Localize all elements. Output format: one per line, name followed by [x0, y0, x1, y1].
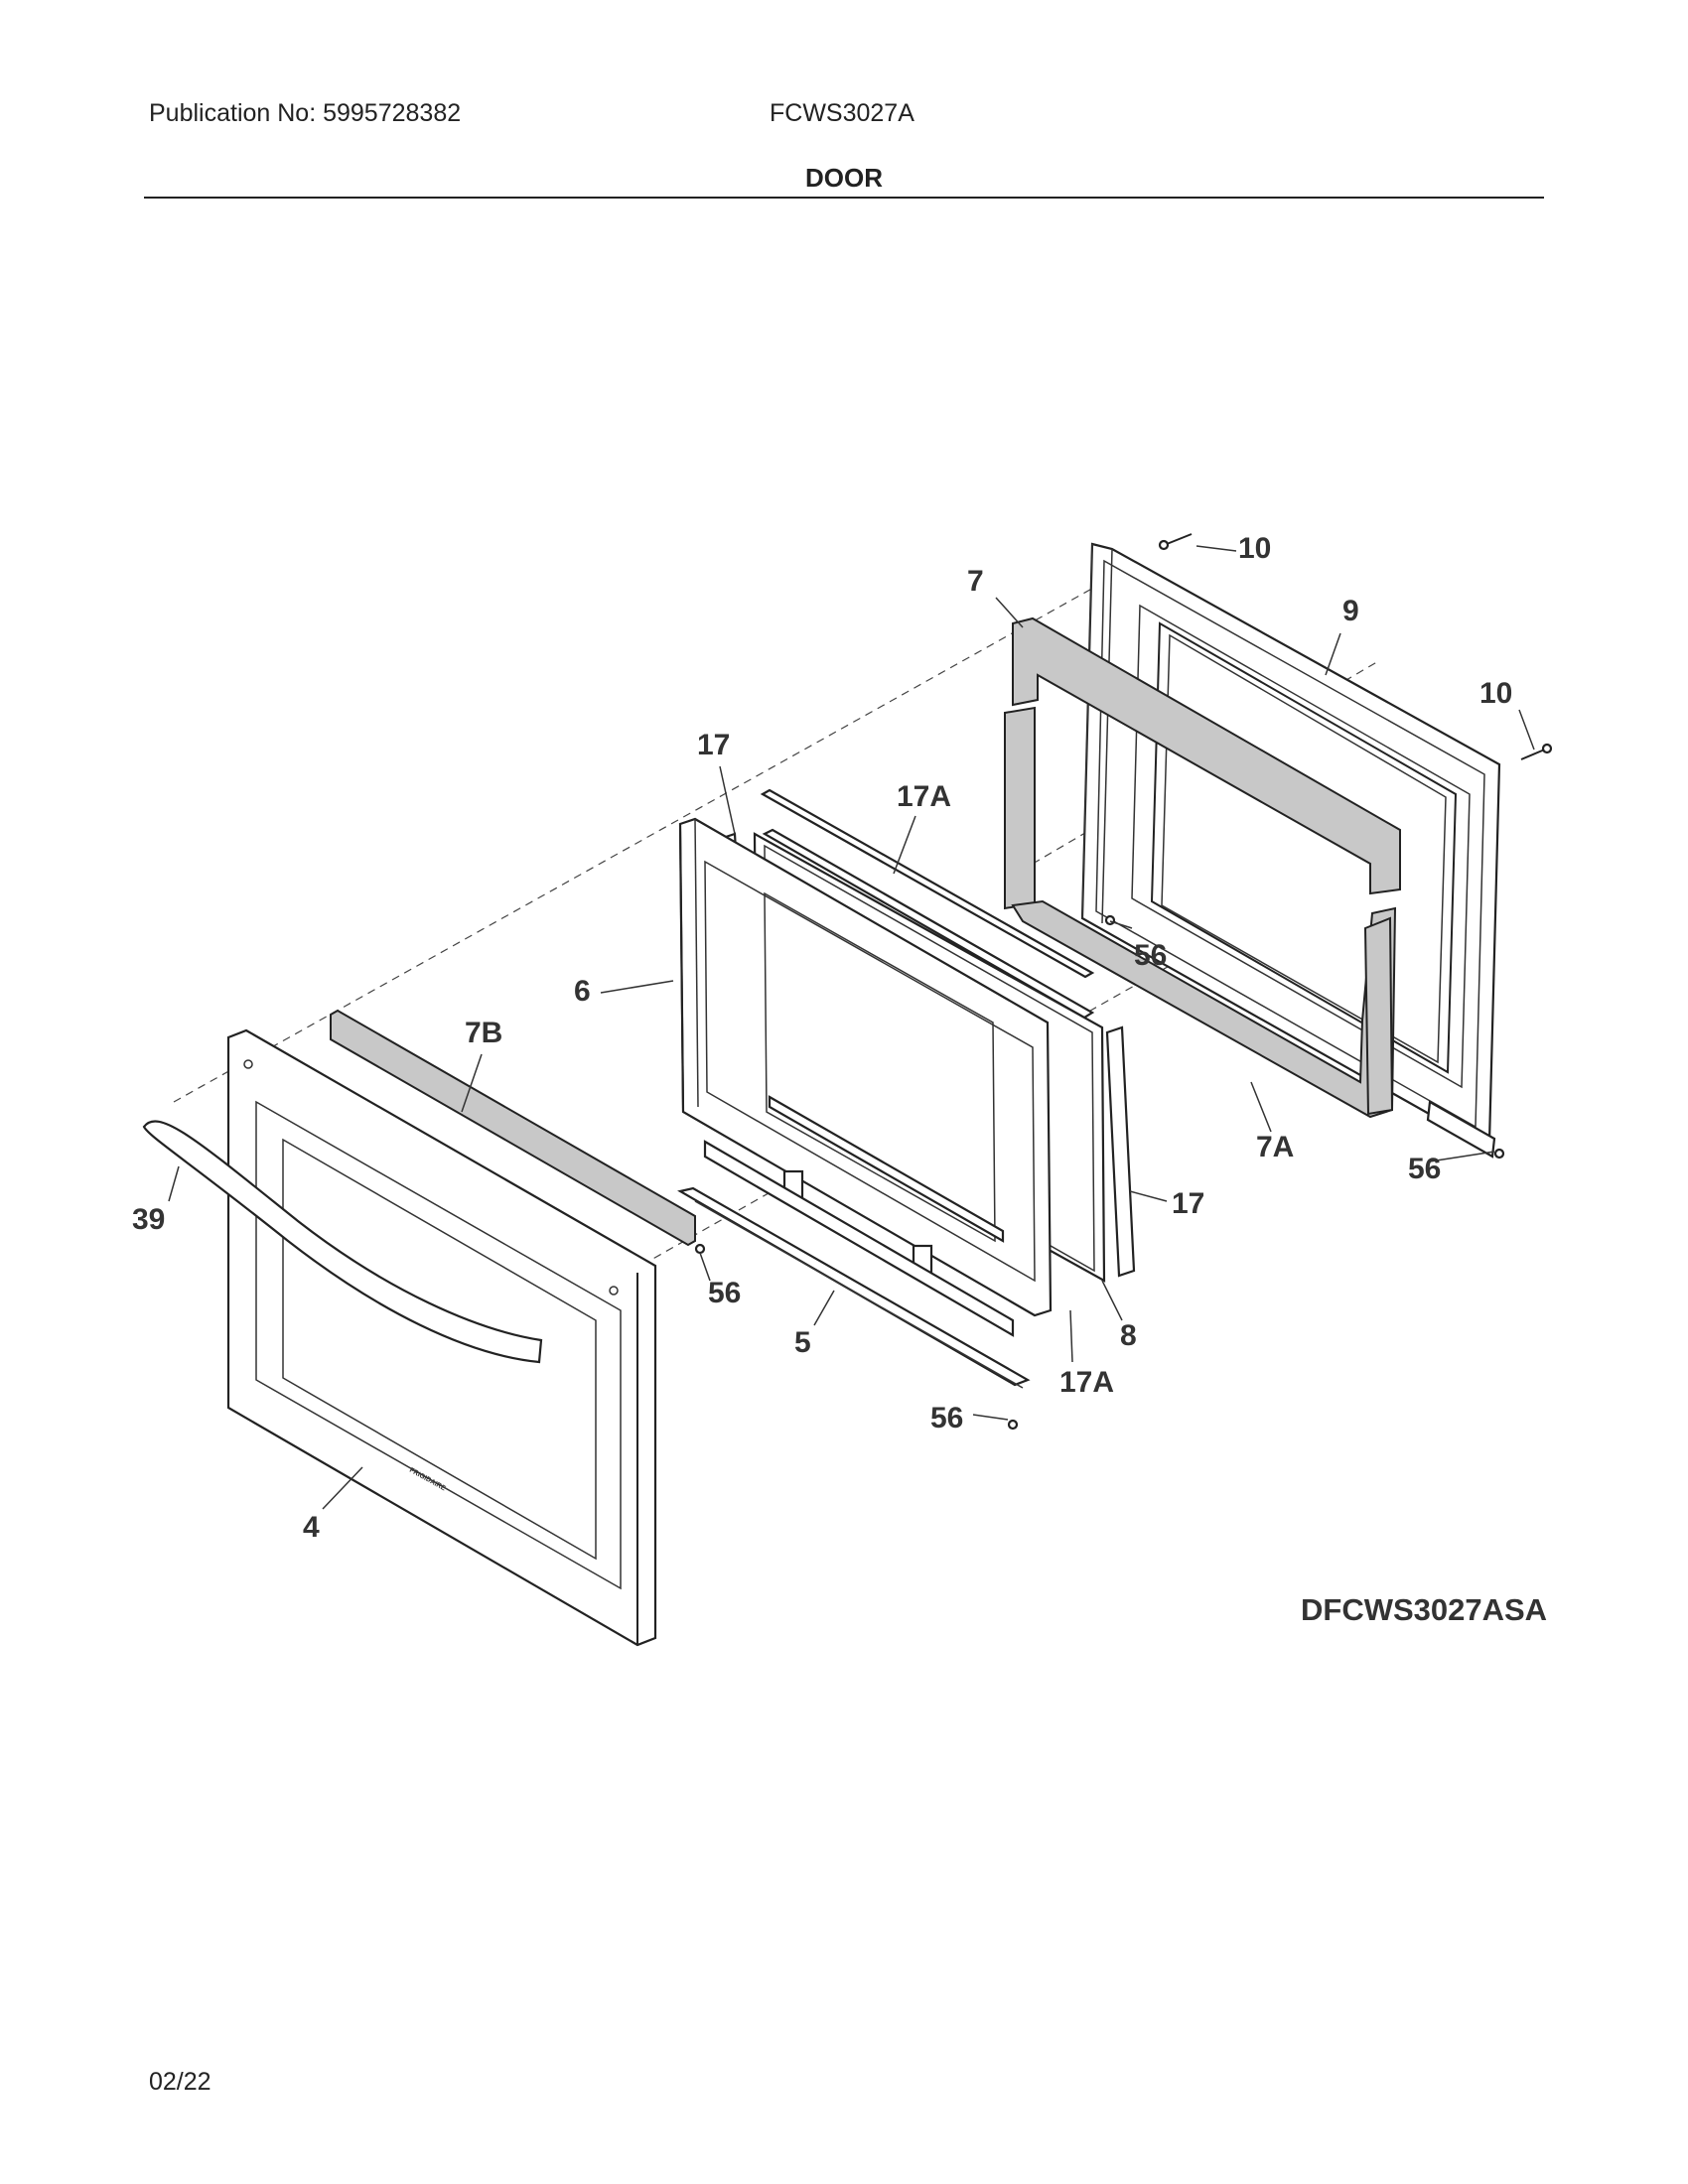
page-date: 02/22 [149, 2068, 211, 2096]
part-39-handle [142, 1120, 543, 1364]
callout-17-top: 17 [697, 729, 730, 761]
part-17a-top-channel [760, 788, 1095, 1020]
callout-5: 5 [794, 1326, 811, 1359]
section-title: DOOR [805, 163, 883, 193]
callout-4: 4 [303, 1511, 320, 1544]
callout-17a-top: 17A [897, 780, 951, 813]
model-number: FCWS3027A [770, 99, 914, 127]
callout-17-right: 17 [1172, 1187, 1204, 1220]
callout-9: 9 [1342, 595, 1359, 627]
callout-6: 6 [574, 975, 591, 1008]
part-56-screws [694, 914, 1505, 1431]
callout-56-upper: 56 [1134, 939, 1167, 972]
part-5-vent-channel [677, 1186, 1031, 1389]
part-9-inner-door-liner [1080, 542, 1501, 1159]
callout-17a-bottom: 17A [1059, 1366, 1114, 1399]
callout-7b: 7B [465, 1017, 502, 1049]
callout-10-top: 10 [1238, 532, 1271, 565]
callout-56-right: 56 [1408, 1153, 1441, 1185]
part-7a-insulation [1011, 899, 1397, 1119]
part-10-screws [1158, 533, 1553, 760]
callout-56-bottom: 56 [930, 1402, 963, 1434]
callout-7a: 7A [1256, 1131, 1294, 1163]
diagram-code: DFCWS3027ASA [1301, 1592, 1548, 1627]
part-7b-insulation-strip [330, 1009, 696, 1247]
callout-10-right: 10 [1479, 677, 1512, 710]
callout-leader-lines [168, 545, 1535, 1510]
part-4-outer-door-panel [226, 1028, 657, 1647]
callout-39: 39 [132, 1203, 165, 1236]
callout-7: 7 [967, 565, 984, 598]
callout-56-mid: 56 [708, 1277, 741, 1309]
callout-labels: 10 9 7 10 17 17A 56 6 7B 39 7A 56 17 56 … [132, 532, 1512, 1544]
part-6-door-frame [678, 817, 1053, 1337]
publication-number: Publication No: 5995728382 [149, 99, 462, 127]
header-divider [144, 197, 1544, 199]
callout-8: 8 [1120, 1319, 1137, 1352]
